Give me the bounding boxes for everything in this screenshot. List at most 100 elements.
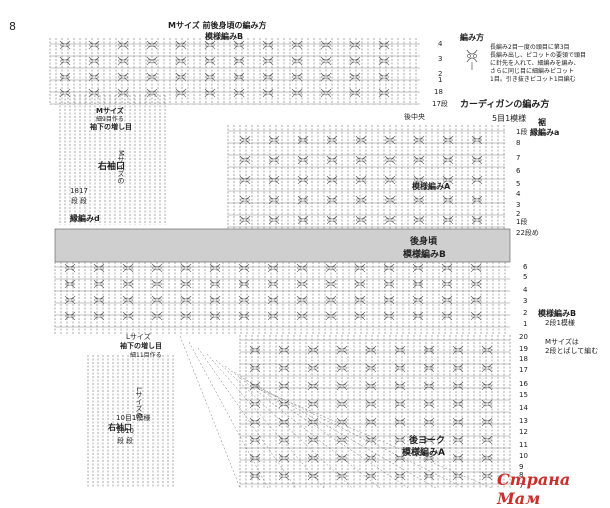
yoke-motif bbox=[365, 453, 377, 463]
top-motif bbox=[378, 40, 390, 50]
yoke-motif bbox=[343, 474, 347, 478]
body-motif bbox=[390, 282, 394, 286]
body-motif bbox=[297, 314, 301, 318]
yoke-motif bbox=[285, 348, 289, 352]
body-motif bbox=[238, 279, 250, 289]
top-motif bbox=[117, 56, 129, 66]
yoke-motif bbox=[256, 438, 260, 442]
top-motif bbox=[263, 59, 267, 63]
yoke-motif bbox=[459, 420, 463, 424]
yoke-motif bbox=[452, 417, 464, 427]
yoke-motif bbox=[488, 438, 492, 442]
top-motif bbox=[118, 91, 122, 95]
top-motif bbox=[204, 56, 216, 66]
yoke-motif bbox=[308, 348, 312, 352]
yoke-motif bbox=[488, 348, 492, 352]
body-motif bbox=[326, 282, 330, 286]
body-motif bbox=[129, 298, 133, 302]
yoke-motif bbox=[401, 402, 405, 406]
body-motif bbox=[384, 314, 388, 318]
yoke-motif bbox=[482, 402, 486, 406]
top-motif bbox=[269, 91, 273, 95]
body-motif bbox=[187, 282, 191, 286]
row-number: 9 bbox=[519, 463, 524, 471]
body-motif bbox=[325, 311, 337, 321]
cardigan-motif bbox=[443, 198, 447, 202]
yoke-motif bbox=[372, 366, 376, 370]
body-motif bbox=[332, 266, 336, 270]
yoke-motif bbox=[459, 366, 463, 370]
row-number: 15 bbox=[519, 391, 528, 399]
row-number: 20 bbox=[519, 333, 528, 341]
body-motif bbox=[477, 298, 481, 302]
yoke-motif bbox=[452, 399, 464, 409]
cardigan-motif bbox=[333, 138, 337, 142]
yoke-motif bbox=[394, 399, 406, 409]
yoke-motif bbox=[307, 381, 319, 391]
yoke-motif bbox=[372, 456, 376, 460]
row-number: 2 bbox=[438, 70, 443, 78]
cardigan-motif bbox=[275, 178, 279, 182]
cardigan-motif bbox=[269, 158, 273, 162]
top-motif bbox=[350, 43, 354, 47]
cardigan-motif bbox=[384, 175, 396, 185]
top-motif bbox=[205, 59, 209, 63]
body-motif bbox=[419, 314, 423, 318]
pattern-a-bottom-label: 模様編みA bbox=[402, 448, 445, 458]
cardigan-motif bbox=[268, 195, 280, 205]
body-motif bbox=[187, 298, 191, 302]
yoke-motif bbox=[314, 420, 318, 424]
rows-10-1-label: 10目1模様 bbox=[116, 414, 151, 422]
top-motif bbox=[117, 72, 129, 82]
yoke-motif bbox=[453, 474, 457, 478]
cardigan-motif bbox=[327, 158, 331, 162]
yoke-motif bbox=[424, 420, 428, 424]
yoke-motif bbox=[366, 366, 370, 370]
yoke-motif bbox=[424, 438, 428, 442]
top-motif bbox=[298, 43, 302, 47]
body-motif bbox=[419, 282, 423, 286]
row-number: 7 bbox=[516, 154, 521, 162]
yoke-motif bbox=[278, 399, 290, 409]
top-motif bbox=[146, 88, 158, 98]
cardigan-motif bbox=[297, 135, 309, 145]
row-number: 1 bbox=[438, 76, 443, 84]
cardigan-motif bbox=[356, 198, 360, 202]
yoke-motif bbox=[278, 381, 290, 391]
yoke-motif bbox=[430, 456, 434, 460]
body-motif bbox=[354, 279, 366, 289]
top-motif bbox=[327, 43, 331, 47]
cardigan-motif bbox=[269, 178, 273, 182]
yoke-motif bbox=[278, 345, 290, 355]
body-motif bbox=[448, 266, 452, 270]
cardigan-motif bbox=[275, 218, 279, 222]
cardigan-motif bbox=[275, 198, 279, 202]
yoke-motif bbox=[366, 384, 370, 388]
top-motif bbox=[291, 88, 303, 98]
body-motif bbox=[71, 266, 75, 270]
yoke-motif bbox=[430, 348, 434, 352]
yoke-motif bbox=[459, 384, 463, 388]
watermark: Страна Мам bbox=[497, 470, 571, 508]
yoke-motif bbox=[343, 438, 347, 442]
body-motif bbox=[267, 263, 279, 273]
yoke-motif bbox=[423, 435, 435, 445]
cardigan-motif bbox=[268, 175, 280, 185]
body-motif bbox=[448, 298, 452, 302]
yoke-motif bbox=[343, 366, 347, 370]
top-motif bbox=[378, 88, 390, 98]
yoke-motif bbox=[343, 456, 347, 460]
cardigan-motif bbox=[472, 178, 476, 182]
yoke-motif bbox=[423, 453, 435, 463]
top-motif bbox=[385, 75, 389, 79]
body-motif bbox=[151, 279, 163, 289]
yoke-motif bbox=[481, 399, 493, 409]
diagonal-stitch-line bbox=[215, 359, 353, 489]
m-gusset-sub-label: 細9目作る bbox=[96, 116, 124, 123]
body-motif bbox=[209, 295, 221, 305]
body-motif bbox=[93, 295, 105, 305]
yoke-motif bbox=[365, 417, 377, 427]
body-motif bbox=[245, 298, 249, 302]
yoke-motif bbox=[459, 456, 463, 460]
yoke-motif bbox=[336, 381, 348, 391]
